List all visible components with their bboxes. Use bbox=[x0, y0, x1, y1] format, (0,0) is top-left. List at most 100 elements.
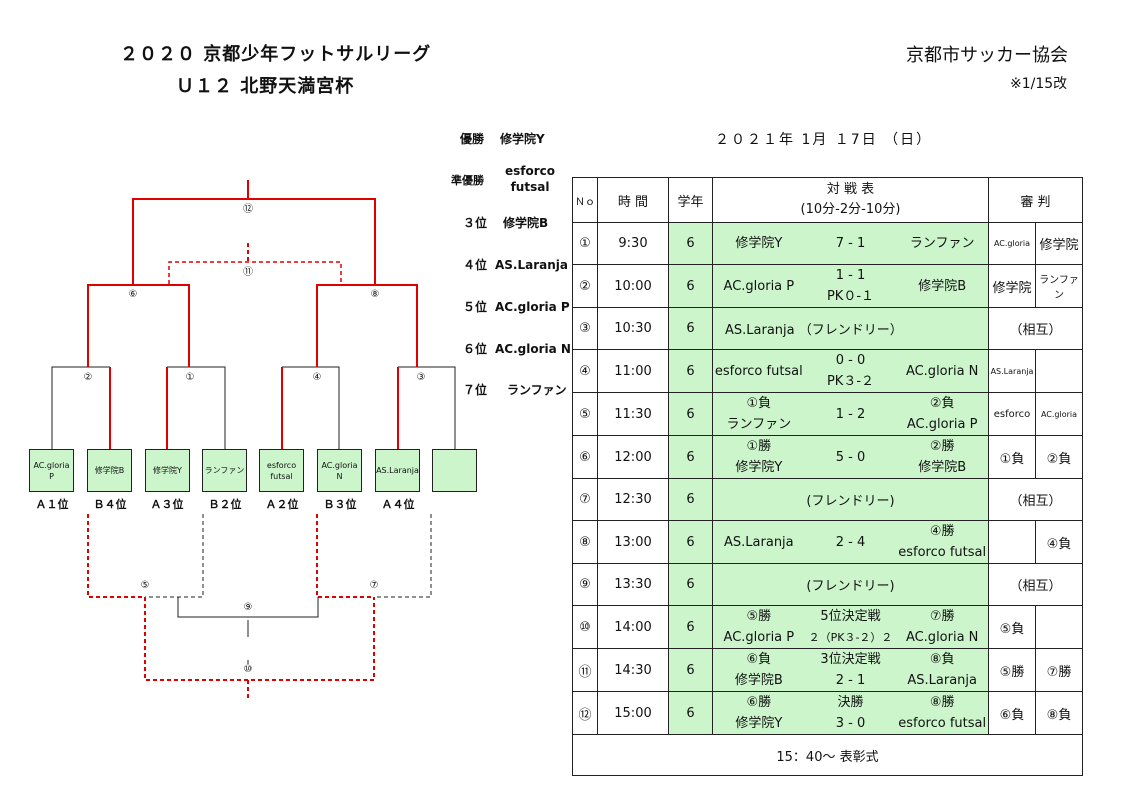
row-no: ⑪ bbox=[572, 648, 598, 692]
seed-label: Ａ３位 bbox=[150, 498, 184, 511]
score: 2 - 1 bbox=[835, 673, 866, 688]
match-label-5: ⑤ bbox=[135, 580, 155, 592]
left-result: ⑥勝 bbox=[746, 695, 772, 710]
left-result: ①勝 bbox=[746, 439, 772, 454]
row-no: ⑨ bbox=[572, 563, 598, 606]
table-row: ⑨ 13:30 6 (フレンドリー) （相互） bbox=[572, 563, 1083, 606]
header-match-title: 対 戦 表 bbox=[826, 182, 875, 197]
row-time: 13:00 bbox=[597, 520, 669, 564]
right-team: ランファン bbox=[909, 236, 975, 251]
score: 0 - 0 bbox=[835, 353, 866, 368]
row-time: 9:30 bbox=[597, 222, 669, 265]
row-grade: 6 bbox=[668, 222, 713, 265]
rank-team: 修学院B bbox=[503, 216, 549, 230]
rank-team: AS.Laranja bbox=[495, 258, 569, 272]
pk-score: PK０-１ bbox=[826, 289, 875, 304]
referee-1: ⑤負 bbox=[988, 605, 1036, 649]
match-label-1: ① bbox=[180, 372, 200, 384]
team-box: 修学院Y bbox=[145, 449, 190, 492]
match-label-8: ⑧ bbox=[365, 289, 385, 301]
row-match-friendly: (フレンドリー) bbox=[712, 563, 989, 606]
rank-label: ６位 bbox=[463, 342, 488, 356]
right-result: ②勝 bbox=[929, 439, 955, 454]
row-time: 15:00 bbox=[597, 691, 669, 735]
header-time: 時 間 bbox=[597, 177, 669, 223]
rank-team: 修学院Y bbox=[500, 132, 545, 146]
row-time: 10:30 bbox=[597, 307, 669, 350]
bracket-line bbox=[282, 366, 340, 449]
score: 1 - 2 bbox=[835, 406, 866, 422]
row-no: ⑦ bbox=[572, 478, 598, 521]
score: 1 - 1 bbox=[835, 268, 866, 283]
bracket-line bbox=[167, 366, 226, 449]
match-label-3: ③ bbox=[411, 372, 431, 384]
bracket-line bbox=[87, 284, 133, 367]
match-title: 5位決定戦 bbox=[820, 609, 881, 624]
revision-note: ※1/15改 bbox=[1010, 76, 1068, 92]
bracket-line bbox=[168, 261, 342, 286]
referee-2: ④負 bbox=[1035, 520, 1083, 564]
team-name: 修学院Y bbox=[153, 466, 182, 475]
row-time: 14:30 bbox=[597, 648, 669, 692]
row-no: ⑤ bbox=[572, 392, 598, 436]
left-team: 修学院B bbox=[734, 673, 783, 688]
seed-label: Ａ４位 bbox=[381, 498, 415, 511]
left-team: 修学院Y bbox=[735, 460, 783, 475]
score: ２（PK３-２）２ bbox=[808, 631, 893, 644]
row-no: ⑥ bbox=[572, 435, 598, 479]
row-match-friendly: AS.Laranja （フレンドリー） bbox=[712, 307, 989, 350]
tournament-bracket bbox=[51, 180, 456, 700]
right-result: ④勝 bbox=[929, 524, 955, 539]
header-referee: 審 判 bbox=[988, 177, 1083, 223]
row-grade: 6 bbox=[668, 648, 713, 692]
referee-mutual: （相互） bbox=[988, 478, 1083, 521]
score: 2 - 4 bbox=[835, 534, 866, 550]
rank-label: ４位 bbox=[463, 258, 488, 272]
row-grade: 6 bbox=[668, 478, 713, 521]
team-box-empty bbox=[432, 449, 477, 492]
match-title: 決勝 bbox=[837, 695, 864, 710]
referee-mutual: （相互） bbox=[988, 563, 1083, 606]
referee-1: ①負 bbox=[988, 435, 1036, 479]
referee-1: 修学院 bbox=[988, 264, 1036, 308]
bracket-line bbox=[375, 284, 418, 367]
bracket-line bbox=[144, 597, 375, 681]
left-team: ランファン bbox=[726, 417, 792, 432]
match-label-6: ⑥ bbox=[123, 289, 143, 301]
rank-team-line2: futsal bbox=[510, 180, 550, 194]
row-time: 11:00 bbox=[597, 349, 669, 393]
left-team: esforco futsal bbox=[714, 363, 803, 379]
seed-label: Ａ２位 bbox=[265, 498, 299, 511]
header-match-format: (10分-2分-10分) bbox=[800, 202, 901, 217]
team-name: ランファン bbox=[204, 466, 245, 475]
seed-label: Ｂ２位 bbox=[208, 498, 242, 511]
rank-team: ランファン bbox=[507, 383, 567, 397]
referee-2: ②負 bbox=[1035, 435, 1083, 479]
referee-2 bbox=[1035, 349, 1083, 393]
rank-label: ７位 bbox=[463, 383, 488, 397]
association-name: 京都市サッカー協会 bbox=[906, 45, 1068, 66]
referee-2: AC.gloria bbox=[1035, 392, 1083, 436]
match-label-2: ② bbox=[78, 372, 98, 384]
team-box: 修学院B bbox=[87, 449, 132, 492]
row-grade: 6 bbox=[668, 563, 713, 606]
left-result: ①負 bbox=[746, 396, 772, 411]
row-no: ② bbox=[572, 264, 598, 308]
right-result: ⑦勝 bbox=[929, 609, 955, 624]
rank-team: AC.gloria P bbox=[495, 300, 570, 314]
left-team: AS.Laranja bbox=[724, 534, 794, 550]
ceremony-note: 15：40～ 表彰式 bbox=[572, 734, 1083, 776]
